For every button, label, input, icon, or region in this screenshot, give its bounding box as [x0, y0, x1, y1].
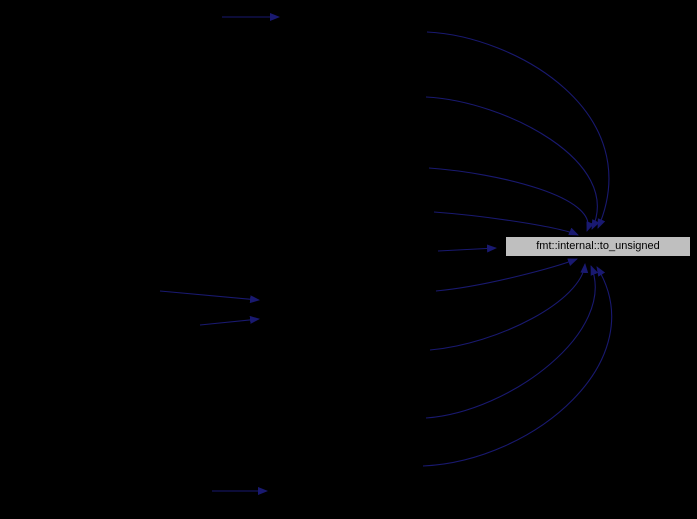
edge-to-unsigned-5 — [437, 244, 497, 253]
node-label: fmt::internal::to_unsigned — [536, 240, 660, 252]
edge-to-unsigned-8 — [425, 265, 599, 419]
edge-to-unsigned-7 — [429, 263, 589, 351]
edge-to-unsigned-9 — [422, 266, 612, 467]
node-fmt-internal-to-unsigned[interactable]: fmt::internal::to_unsigned — [505, 236, 691, 257]
edge-to-unsigned-2 — [425, 96, 600, 230]
edge-mid-left-lower — [199, 315, 260, 326]
edge-to-unsigned-3 — [428, 167, 594, 232]
edge-mid-left-upper — [159, 290, 260, 304]
edge-to-unsigned-6 — [435, 258, 578, 292]
edge-to-unsigned-1 — [426, 31, 610, 229]
edge-to-unsigned-4 — [433, 211, 579, 236]
